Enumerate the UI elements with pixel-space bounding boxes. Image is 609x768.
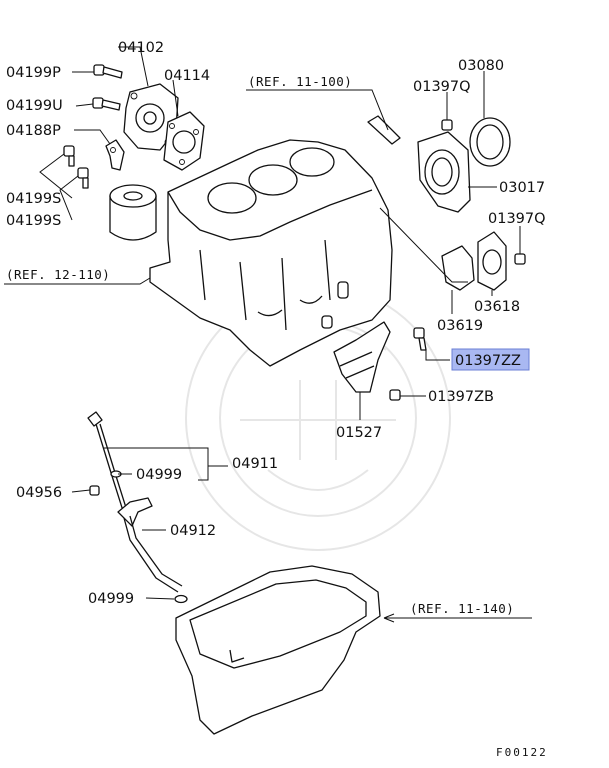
- oil-seal-case-03017[interactable]: [417, 131, 471, 213]
- callout-01397ZZ[interactable]: 01397ZZ: [455, 353, 521, 369]
- highlight-01397ZZ: [451, 348, 530, 371]
- engine-block[interactable]: [149, 139, 393, 367]
- callout-04199S-a[interactable]: 04199S: [6, 191, 61, 207]
- bracket-01527[interactable]: [333, 321, 391, 393]
- callout-01397Q-b[interactable]: 01397Q: [488, 211, 546, 227]
- callout-labels: 04102 04199P 04114 04199U 04188P 04199S …: [6, 40, 548, 759]
- oil-level-gauge-guide-04912[interactable]: [117, 497, 183, 593]
- gasket-03619[interactable]: [441, 245, 475, 291]
- gasket-04114[interactable]: [163, 111, 205, 171]
- sensor-ref-11-100[interactable]: [367, 115, 401, 145]
- gasket-03618[interactable]: [477, 231, 507, 291]
- callout-01397Q-a[interactable]: 01397Q: [413, 79, 471, 95]
- bolt-01397Q-a[interactable]: [441, 119, 453, 131]
- bolt-01397ZZ[interactable]: [413, 327, 427, 351]
- oil-pan[interactable]: [175, 565, 381, 735]
- callout-04114[interactable]: 04114: [164, 68, 210, 84]
- oil-dipstick-04911[interactable]: [87, 411, 129, 515]
- callout-04199U[interactable]: 04199U: [6, 98, 63, 114]
- callout-03080[interactable]: 03080: [458, 58, 504, 74]
- bolt-04199S-a[interactable]: [63, 145, 75, 167]
- bolt-04956[interactable]: [89, 485, 100, 496]
- callout-04188P[interactable]: 04188P: [6, 123, 61, 139]
- callout-03017[interactable]: 03017: [499, 180, 545, 196]
- callout-03618[interactable]: 03618: [474, 299, 520, 315]
- callout-04102[interactable]: 04102: [118, 40, 164, 56]
- callout-04956[interactable]: 04956: [16, 485, 62, 501]
- callout-04199P[interactable]: 04199P: [6, 65, 61, 81]
- callout-04199S-b[interactable]: 04199S: [6, 213, 61, 229]
- oil-filter[interactable]: [109, 184, 157, 241]
- ref-11-140[interactable]: (REF. 11-140): [410, 601, 514, 616]
- ref-11-100[interactable]: (REF. 11-100): [248, 74, 352, 89]
- callout-01527[interactable]: 01527: [336, 425, 382, 441]
- oil-seal-03080[interactable]: [469, 117, 511, 167]
- water-pump-assembly[interactable]: [123, 83, 179, 151]
- bolt-04199S-b[interactable]: [77, 167, 89, 189]
- callout-03619[interactable]: 03619: [437, 318, 483, 334]
- bolt-01397Q-b[interactable]: [514, 253, 526, 265]
- callout-04911[interactable]: 04911: [232, 456, 278, 472]
- callout-04912[interactable]: 04912: [170, 523, 216, 539]
- callout-01397ZB[interactable]: 01397ZB: [428, 389, 494, 405]
- callout-04999-a[interactable]: 04999: [136, 467, 182, 483]
- callout-04999-b[interactable]: 04999: [88, 591, 134, 607]
- bolt-04199U[interactable]: [92, 97, 121, 111]
- figure-code: F00122: [496, 746, 548, 759]
- bolt-01397ZB[interactable]: [389, 389, 401, 401]
- o-ring-04999-b[interactable]: [174, 594, 188, 604]
- ref-12-110[interactable]: (REF. 12-110): [6, 267, 110, 282]
- bracket-04188P[interactable]: [105, 139, 125, 171]
- leader-lines: [4, 46, 532, 623]
- bolt-04199P[interactable]: [93, 64, 123, 79]
